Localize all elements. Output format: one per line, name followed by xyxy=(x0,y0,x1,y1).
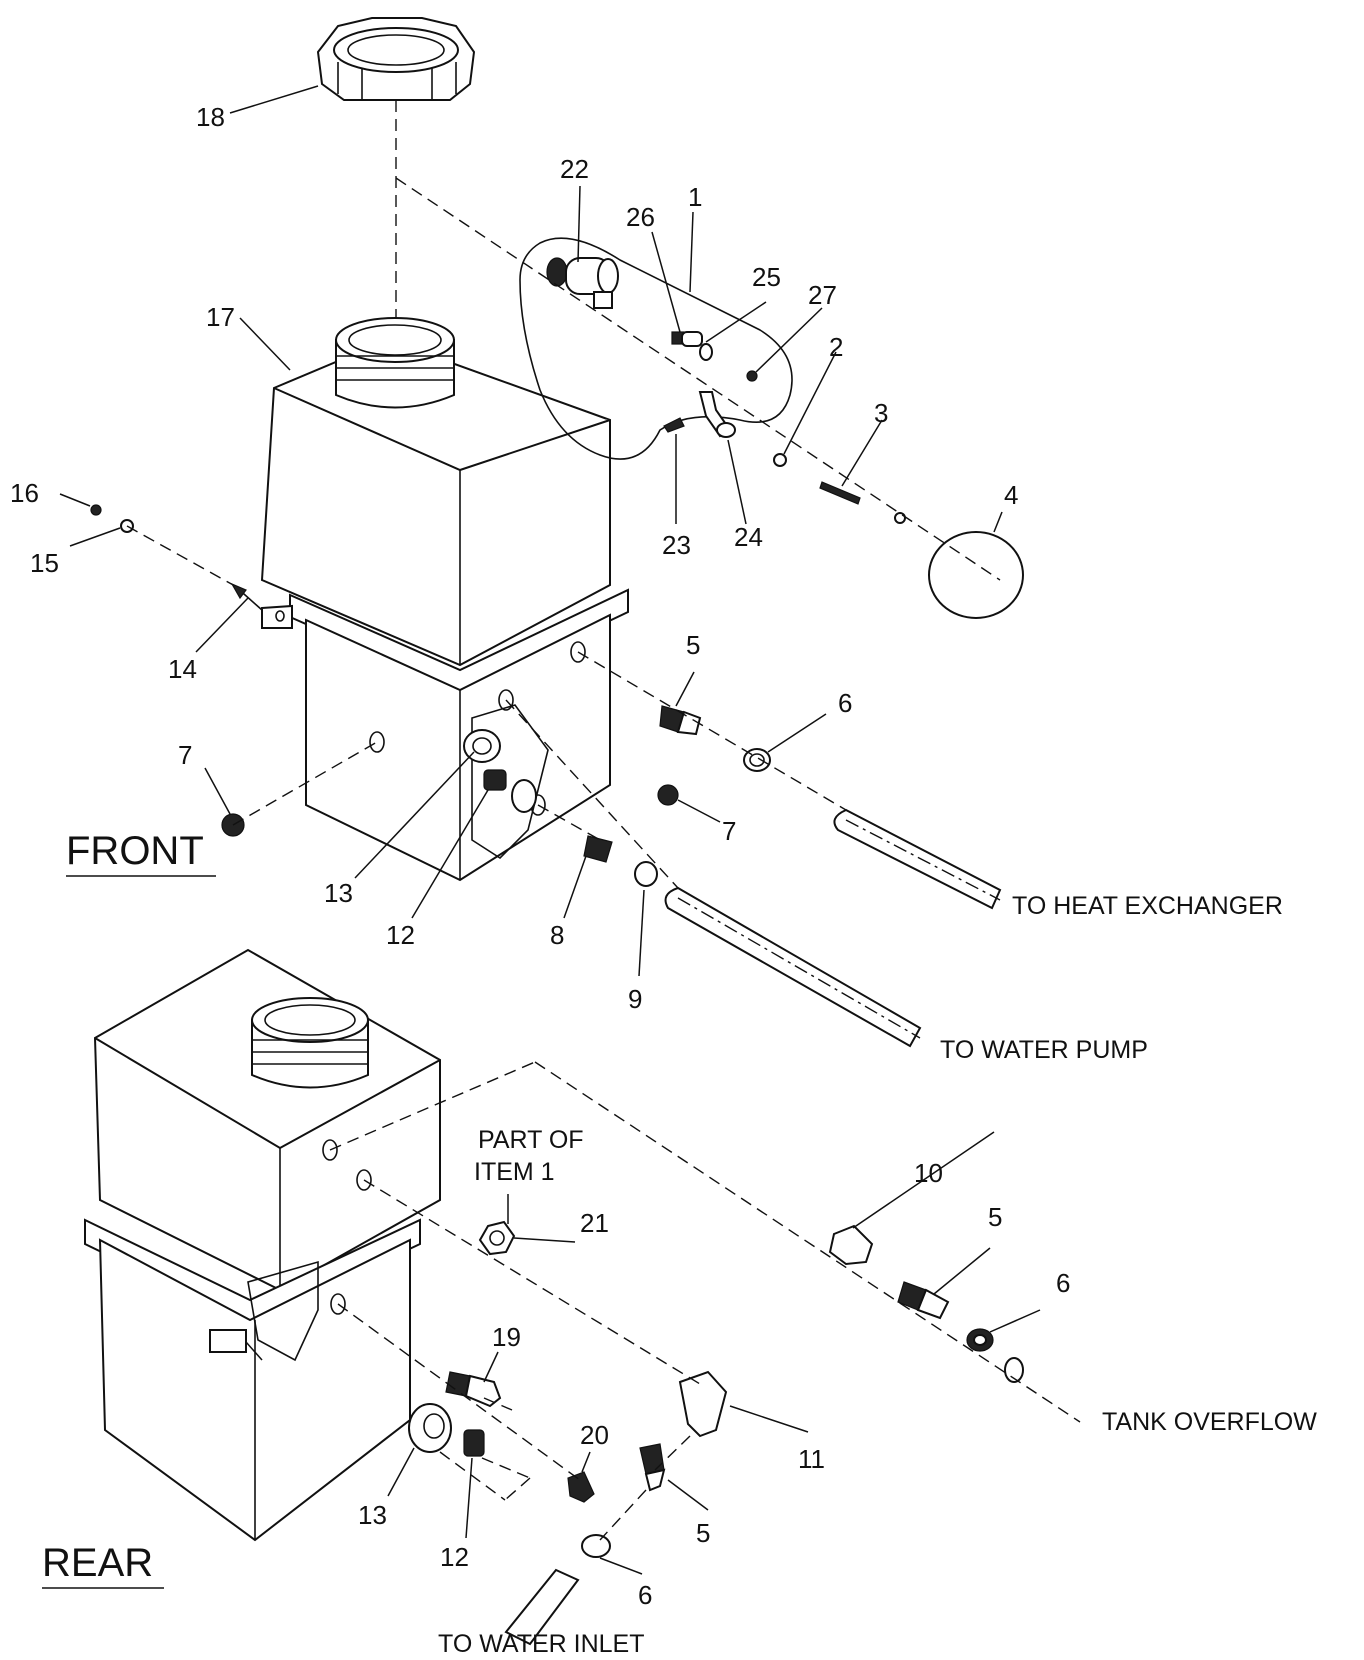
callout-12b: 12 xyxy=(440,1542,469,1572)
callout-11: 11 xyxy=(798,1444,825,1474)
callout-13b: 13 xyxy=(358,1500,387,1530)
nut-2 xyxy=(773,453,787,467)
note-heat-exchanger: TO HEAT EXCHANGER xyxy=(1012,892,1283,920)
hose-heat-exchanger xyxy=(833,808,1002,910)
elbow-11 xyxy=(678,1370,728,1438)
callout-22: 22 xyxy=(560,154,589,184)
view-title-rear: REAR xyxy=(42,1541,153,1585)
locknut-21 xyxy=(478,1220,516,1256)
callout-8: 8 xyxy=(550,920,564,950)
callout-25: 25 xyxy=(752,262,781,292)
front-tank xyxy=(230,317,629,882)
hose-overflow-end xyxy=(1004,1357,1024,1383)
callout-9: 9 xyxy=(628,984,642,1014)
nut-4 xyxy=(894,512,906,524)
hose-water-pump xyxy=(664,886,922,1048)
callout-10: 10 xyxy=(914,1158,943,1188)
callout-20: 20 xyxy=(580,1420,609,1450)
callout-5c: 5 xyxy=(696,1518,710,1548)
note-part-of-line2: ITEM 1 xyxy=(474,1158,555,1186)
callout-24: 24 xyxy=(734,522,763,552)
callout-21: 21 xyxy=(580,1208,609,1238)
view-titles: FRONT REAR xyxy=(42,829,216,1589)
callout-5b: 5 xyxy=(988,1202,1002,1232)
fitting-10 xyxy=(828,1224,874,1266)
barb-fitting-8 xyxy=(583,835,613,863)
callout-6b: 6 xyxy=(1056,1268,1070,1298)
barb-fitting-5c xyxy=(639,1443,665,1475)
float-rod xyxy=(819,481,861,505)
note-tank-overflow: TANK OVERFLOW xyxy=(1102,1408,1317,1436)
callout-6a: 6 xyxy=(838,688,852,718)
callout-23: 23 xyxy=(662,530,691,560)
callout-7a: 7 xyxy=(178,740,192,770)
callout-4: 4 xyxy=(1004,480,1018,510)
notes: TO HEAT EXCHANGER TO WATER PUMP TANK OVE… xyxy=(438,892,1317,1658)
rear-view xyxy=(84,948,1024,1646)
hose-clamp-9 xyxy=(634,861,658,887)
callout-6c: 6 xyxy=(638,1580,652,1610)
front-view xyxy=(90,17,1024,1048)
grommet-13 xyxy=(408,1403,452,1453)
callout-19: 19 xyxy=(492,1322,521,1352)
view-title-front: FRONT xyxy=(66,829,204,873)
callout-26: 26 xyxy=(626,202,655,232)
callout-1: 1 xyxy=(688,182,702,212)
callout-18: 18 xyxy=(196,102,225,132)
rear-tank xyxy=(84,948,441,1542)
callout-3: 3 xyxy=(874,398,888,428)
float-ball xyxy=(928,531,1024,619)
callout-5a: 5 xyxy=(686,630,700,660)
note-part-of-line1: PART OF xyxy=(478,1126,584,1154)
leader-lines xyxy=(59,85,1041,1575)
note-water-pump: TO WATER PUMP xyxy=(940,1036,1148,1064)
callout-14: 14 xyxy=(168,654,197,684)
note-water-inlet: TO WATER INLET xyxy=(438,1630,645,1658)
hose-clamp-6c xyxy=(581,1534,611,1558)
filler-cap xyxy=(316,17,476,101)
callout-15: 15 xyxy=(30,548,59,578)
callout-17: 17 xyxy=(206,302,235,332)
assembly-lines xyxy=(126,100,1081,1541)
hose-water-inlet xyxy=(504,1568,580,1646)
plug-7b xyxy=(657,784,679,806)
fill-valve-assembly xyxy=(519,237,793,460)
nut-16 xyxy=(90,504,102,516)
strainer-12 xyxy=(463,1429,485,1457)
callout-7b: 7 xyxy=(722,816,736,846)
callout-16: 16 xyxy=(10,478,39,508)
callout-labels: 18 17 22 1 26 25 27 2 3 4 23 24 16 15 14… xyxy=(10,102,1070,1610)
callout-2: 2 xyxy=(829,332,843,362)
callout-13a: 13 xyxy=(324,878,353,908)
callout-27: 27 xyxy=(808,280,837,310)
callout-12a: 12 xyxy=(386,920,415,950)
elbow-20 xyxy=(567,1471,595,1503)
